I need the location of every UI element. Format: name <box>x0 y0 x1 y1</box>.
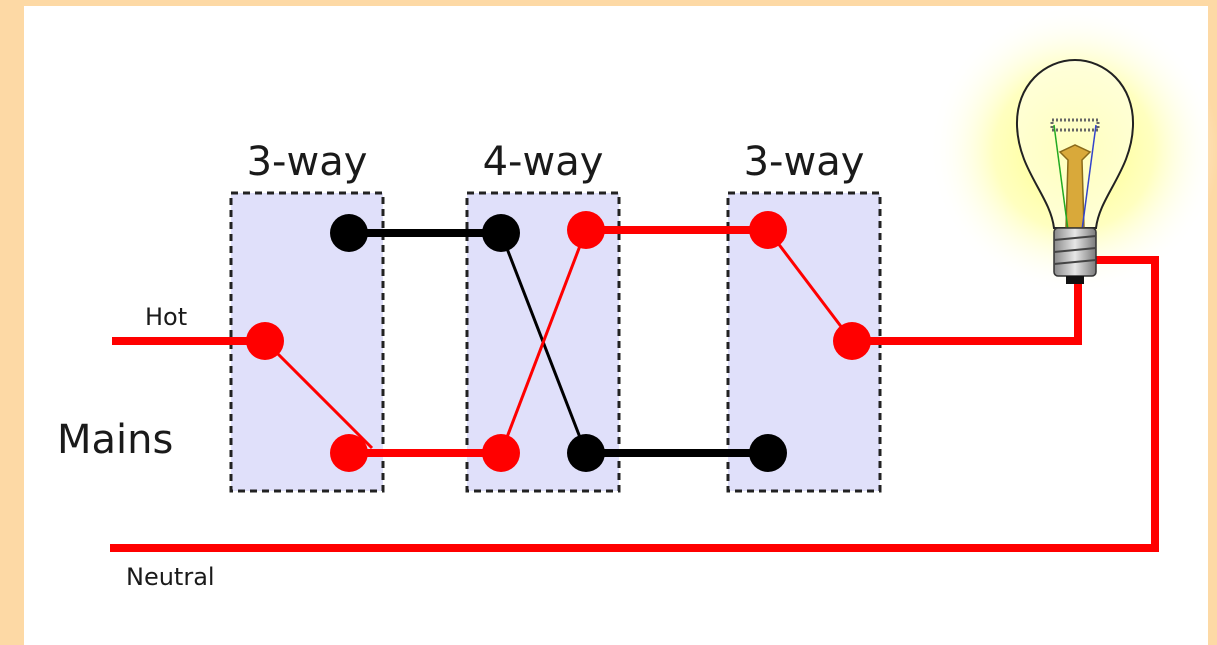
hot-label: Hot <box>145 303 187 331</box>
lever-4way-red <box>499 229 588 454</box>
mains-label: Mains <box>57 417 173 463</box>
lever-left-3way <box>263 339 374 450</box>
switch-right-label: 3-way <box>744 139 865 185</box>
bulb-thread <box>1053 235 1097 265</box>
lever-right-3way <box>766 229 854 342</box>
terminal-4way-top-right <box>567 211 605 249</box>
wires <box>110 226 1159 552</box>
terminal-left-bottom <box>330 434 368 472</box>
switch-left-label: 3-way <box>247 139 368 185</box>
bulb-lead-left <box>1053 124 1069 231</box>
switch-middle-label: 4-way <box>483 139 604 185</box>
terminal-4way-top-left <box>482 214 520 252</box>
terminal-right-bottom <box>749 434 787 472</box>
switched-hot-to-bulb <box>852 270 1082 345</box>
terminals <box>246 211 871 472</box>
neutral-label: Neutral <box>126 563 215 591</box>
bulb-lead-right <box>1081 124 1097 231</box>
terminal-4way-bottom-left <box>482 434 520 472</box>
neutral-wire <box>110 256 1159 552</box>
switch-levers <box>263 229 854 454</box>
bulb-contact <box>1066 276 1084 284</box>
light-bulb-icon <box>1015 58 1135 284</box>
bulb-glass <box>1015 58 1135 229</box>
terminal-right-common <box>833 322 871 360</box>
terminal-4way-bottom-right <box>567 434 605 472</box>
terminal-right-top <box>749 211 787 249</box>
terminal-left-common <box>246 322 284 360</box>
terminal-left-top <box>330 214 368 252</box>
